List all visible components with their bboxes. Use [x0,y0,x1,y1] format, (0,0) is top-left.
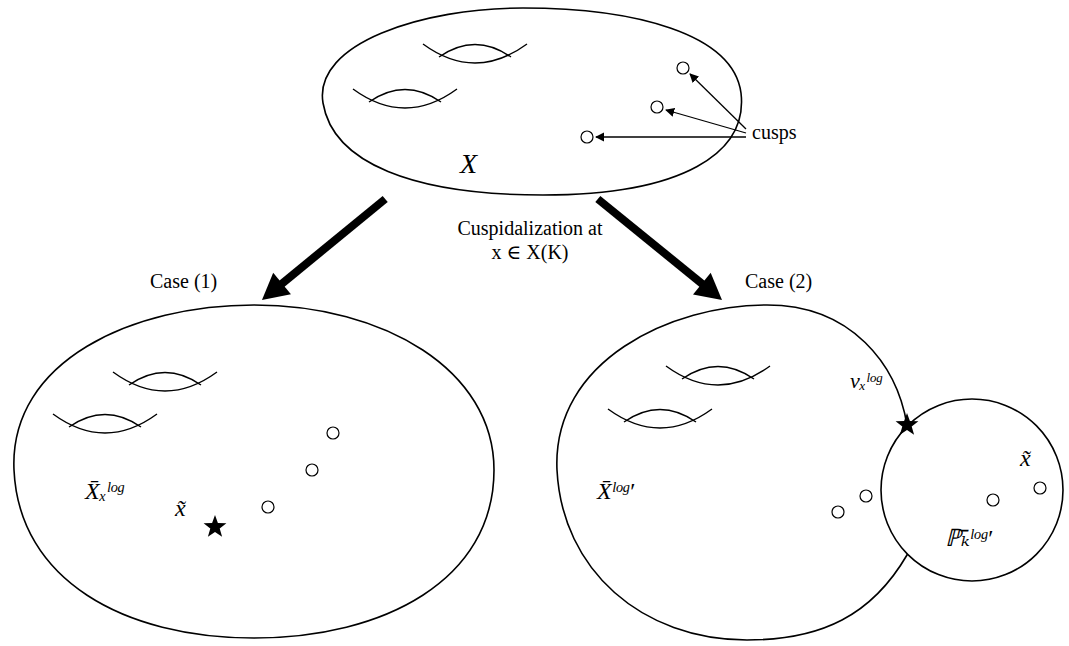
genus-handle [69,415,141,428]
genus-handle [624,410,696,423]
outline-path [322,8,741,195]
math-label: νₓˡᵒᵍ [850,368,882,393]
math-label: X [460,148,477,180]
surface-outline [552,300,904,644]
outline-circle [881,399,1063,581]
genus-handle [353,89,457,108]
arrow-head [262,273,291,300]
genus-handle [369,90,441,103]
math-label: ℙ̄ₖˡᵒᵍ′ [945,525,992,553]
genus-handle [129,373,201,386]
genus-handle [608,409,712,428]
leader-line [666,110,746,133]
math-label: x̃ [1020,445,1031,473]
genus-handle [682,367,754,380]
cusp-point [306,464,318,476]
cusp-point [327,427,339,439]
genus-handle [423,44,527,63]
cusp-point [677,62,689,74]
case-heading: Case (1) [150,270,217,293]
annotation-label: cusps [752,120,796,144]
leader-line [690,74,746,129]
arrow-shaft [598,199,705,286]
cusp-point [1034,482,1046,494]
math-label: x̃ [175,495,186,523]
cusp-point [651,101,663,113]
surface-region: Case (2)X̄ˡᵒᵍ′νₓˡᵒᵍ [552,300,904,644]
cusp-point [262,501,274,513]
surface-region: X [303,3,745,199]
surface-outline [4,300,502,644]
thick-arrow [262,199,385,300]
math-label: X̄ˡᵒᵍ′ [597,478,634,506]
surface-outline [303,3,745,199]
leader-line [596,136,746,137]
genus-handle [439,45,511,58]
cusp-point [987,494,999,506]
arrow-head [693,273,722,300]
cusp-point [832,506,844,518]
math-label: X̄ₓˡᵒᵍ [85,478,123,506]
case-heading: Case (2) [745,270,812,293]
cusp-point [860,490,872,502]
outline-path [14,305,494,638]
arrow-shaft [279,199,385,286]
marked-point-star [204,515,227,537]
genus-handle [53,414,157,433]
surface-region: Case (1)X̄ₓˡᵒᵍx̃ [4,300,502,644]
thick-arrow [598,199,722,300]
cusp-point [581,131,593,143]
genus-handle [113,372,217,391]
genus-handle [666,366,770,385]
node-star [896,413,919,435]
operation-label: Cuspidalization at x ∈ X(K) [455,216,605,264]
